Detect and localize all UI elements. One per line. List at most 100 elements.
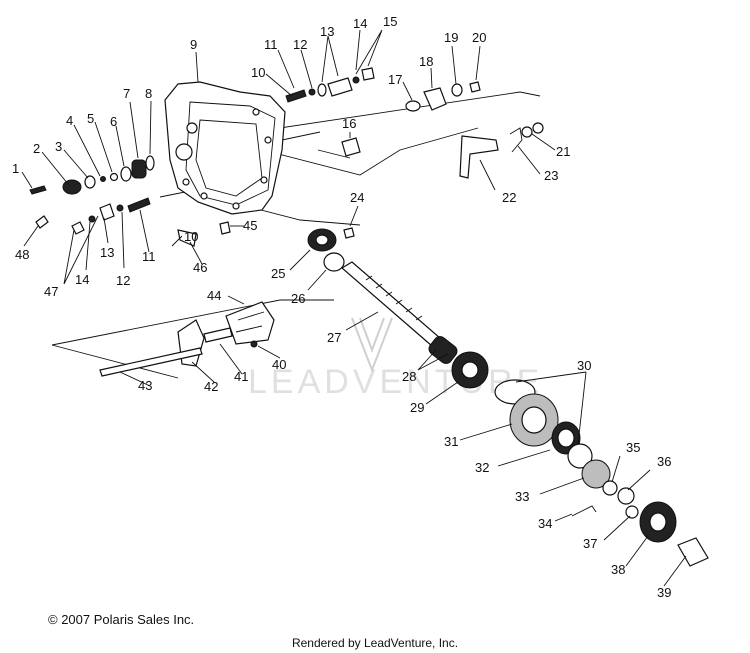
callout-3: 3 <box>55 139 62 154</box>
fork-bracket-44 <box>225 301 275 345</box>
ring-14 <box>88 215 96 223</box>
callout-14-mid: 14 <box>75 272 89 287</box>
washer-19 <box>451 83 463 97</box>
washer-3 <box>84 175 96 189</box>
callout-32: 32 <box>475 460 489 475</box>
callout-12-top: 12 <box>293 37 307 52</box>
callout-5: 5 <box>87 111 94 126</box>
callout-48: 48 <box>15 247 29 262</box>
callout-25: 25 <box>271 266 285 281</box>
top-parts <box>285 67 544 239</box>
callout-10-mid: 10 <box>184 229 198 244</box>
callout-31: 31 <box>444 434 458 449</box>
callout-42: 42 <box>204 379 218 394</box>
rod-43 <box>99 347 203 377</box>
spring-11-top <box>285 89 307 103</box>
callout-43: 43 <box>138 378 152 393</box>
bolt-20 <box>469 81 481 93</box>
left-parts <box>29 155 231 247</box>
washer-26 <box>323 252 345 272</box>
callout-39: 39 <box>657 585 671 600</box>
callout-13-top: 13 <box>320 24 334 39</box>
callout-41: 41 <box>234 369 248 384</box>
key-34 <box>571 505 597 517</box>
needle-bearing-28 <box>428 336 458 364</box>
spacer-6 <box>120 166 132 182</box>
ring-4 <box>100 176 106 182</box>
rendered-by-text: Rendered by LeadVenture, Inc. <box>291 636 459 650</box>
shaft-27 <box>340 261 441 347</box>
pin-23 <box>509 127 523 153</box>
callout-47: 47 <box>44 284 58 299</box>
callout-44: 44 <box>207 288 221 303</box>
callout-9: 9 <box>190 37 197 52</box>
ring-35 <box>602 480 618 496</box>
callout-30: 30 <box>577 358 591 373</box>
callout-34: 34 <box>538 516 552 531</box>
gear-7 <box>131 159 147 179</box>
ring-21a <box>521 126 533 138</box>
callout-46: 46 <box>193 260 207 275</box>
pin-40 <box>250 340 258 348</box>
callout-33: 33 <box>515 489 529 504</box>
callout-11-mid: 11 <box>142 249 156 264</box>
lever-18 <box>423 87 447 111</box>
bushing-13 <box>99 203 115 221</box>
washer-17 <box>405 100 421 112</box>
callout-40: 40 <box>272 357 286 372</box>
callout-10-top: 10 <box>251 65 265 80</box>
callout-35: 35 <box>626 440 640 455</box>
shaft-assembly <box>307 228 709 567</box>
hub-33 <box>581 459 611 489</box>
callout-38: 38 <box>611 562 625 577</box>
callout-8: 8 <box>145 86 152 101</box>
bushing-16 <box>341 137 361 157</box>
shaft-41 <box>203 327 233 343</box>
bushing-14 <box>327 77 353 97</box>
callout-29: 29 <box>410 400 424 415</box>
callout-13-mid: 13 <box>100 245 114 260</box>
callout-26: 26 <box>291 291 305 306</box>
assembly-outlines <box>51 91 541 379</box>
bracket-2 <box>62 179 82 195</box>
ring-15 <box>352 76 360 84</box>
ring-37 <box>625 505 639 519</box>
callout-11-top: 11 <box>264 37 278 52</box>
callout-4: 4 <box>66 113 73 128</box>
callout-16: 16 <box>342 116 356 131</box>
washer-13-top <box>317 83 327 97</box>
bolt-1 <box>29 185 47 195</box>
watermark: LEADVENTURE <box>248 317 543 401</box>
callout-27: 27 <box>327 330 341 345</box>
callout-7: 7 <box>123 86 130 101</box>
callout-15: 15 <box>383 14 397 29</box>
transmission-housing <box>164 81 286 215</box>
ring-30b <box>567 443 593 469</box>
callout-1: 1 <box>12 161 19 176</box>
callout-37: 37 <box>583 536 597 551</box>
spring-11 <box>127 197 151 213</box>
callout-21: 21 <box>556 144 570 159</box>
callout-19: 19 <box>444 30 458 45</box>
callout-12-mid: 12 <box>116 273 130 288</box>
callout-2: 2 <box>33 141 40 156</box>
bushing-39 <box>677 537 709 567</box>
callout-labels: 1 2 3 4 5 6 7 8 9 10 11 12 13 14 15 16 1… <box>12 14 671 600</box>
callout-14-top: 14 <box>353 16 367 31</box>
callout-24: 24 <box>350 190 364 205</box>
callout-6: 6 <box>110 114 117 129</box>
shift-fork-assembly <box>99 301 275 377</box>
clip-46 <box>177 229 197 247</box>
copyright-text: © 2007 Polaris Sales Inc. <box>48 612 195 627</box>
callout-17: 17 <box>388 72 402 87</box>
bolt-45 <box>219 221 231 235</box>
seal-8 <box>145 155 155 171</box>
fork-42 <box>177 319 205 367</box>
bearing-5 <box>109 172 119 182</box>
ring-21b <box>532 122 544 134</box>
watermark-text: LEADVENTURE <box>248 363 543 401</box>
callout-18: 18 <box>419 54 433 69</box>
ring-12-top <box>308 88 316 96</box>
cap-47 <box>71 221 85 235</box>
